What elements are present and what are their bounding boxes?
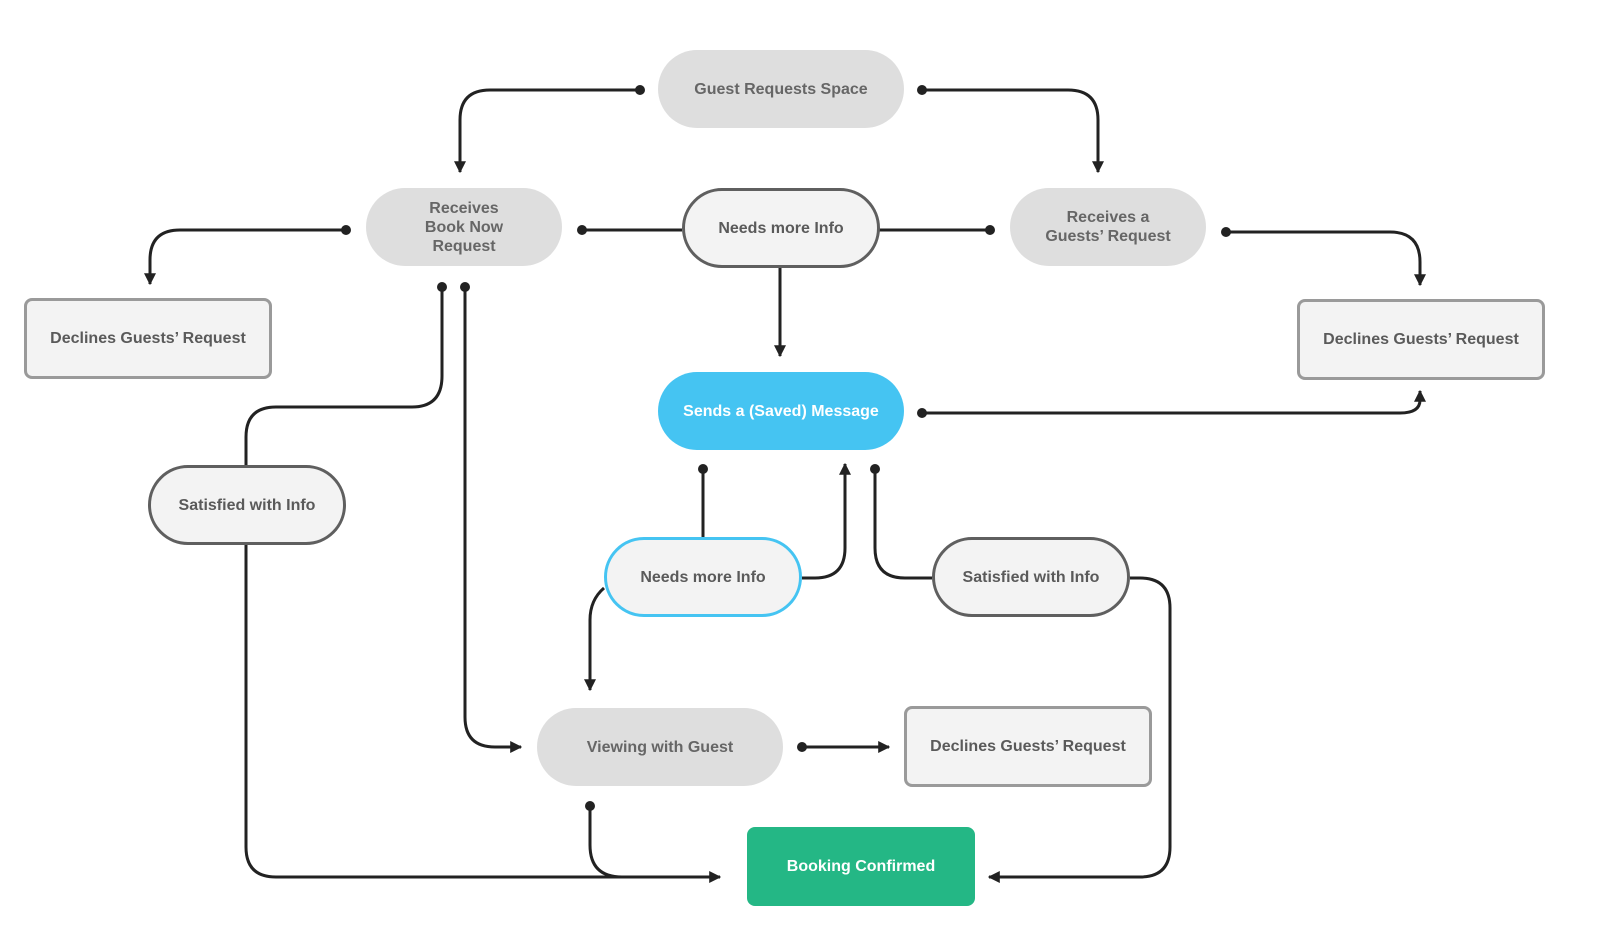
- connector-message-to-declines-right: [922, 389, 1426, 415]
- connector-dot: [460, 282, 470, 292]
- node-satisfied-with-info-right[interactable]: Satisfied with Info: [932, 537, 1130, 617]
- node-viewing-with-guest[interactable]: Viewing with Guest: [537, 708, 783, 786]
- connector-needsinfo-mid-to-message: [802, 462, 851, 580]
- connector-dot: [917, 408, 927, 418]
- connector-dot: [698, 464, 708, 474]
- connector-space-to-guests-request: [922, 88, 1104, 174]
- node-needs-more-info-top[interactable]: Needs more Info: [682, 188, 880, 268]
- node-label: Satisfied with Info: [178, 496, 316, 514]
- connector-needsinfo-mid-to-viewing: [584, 586, 606, 692]
- node-satisfied-with-info-left[interactable]: Satisfied with Info: [148, 465, 346, 545]
- connector-dot: [341, 225, 351, 235]
- connector-booknow-to-viewing: [463, 287, 523, 753]
- connector-dot: [585, 801, 595, 811]
- node-guest-requests-space[interactable]: Guest Requests Space: [658, 50, 904, 128]
- node-label: Declines Guests’ Request: [1323, 331, 1519, 348]
- connector-guests-request-to-declines-right: [1226, 230, 1426, 287]
- connector-dot: [797, 742, 807, 752]
- node-sends-saved-message[interactable]: Sends a (Saved) Message: [658, 372, 904, 450]
- connector-dot: [635, 85, 645, 95]
- node-label: Sends a (Saved) Message: [683, 402, 879, 420]
- node-label: Declines Guests’ Request: [930, 738, 1126, 755]
- connector-viewing-to-confirmed: [588, 806, 623, 879]
- node-receives-guests-request[interactable]: Receives a Guests’ Request: [1010, 188, 1206, 266]
- connector-satisfied-right-to-confirmed: [987, 576, 1172, 883]
- connector-space-to-booknow: [454, 88, 640, 174]
- node-needs-more-info-mid[interactable]: Needs more Info: [604, 537, 802, 617]
- node-booking-confirmed[interactable]: Booking Confirmed: [747, 827, 975, 906]
- connector-dot: [1221, 227, 1231, 237]
- connector-booknow-to-declines-left: [144, 228, 346, 286]
- connector-dot: [917, 85, 927, 95]
- node-declines-guests-request-right[interactable]: Declines Guests’ Request: [1297, 299, 1545, 380]
- node-label: Booking Confirmed: [786, 858, 936, 875]
- node-receives-book-now-request[interactable]: Receives Book Now Request: [366, 188, 562, 266]
- node-label: Receives Book Now Request: [424, 199, 504, 255]
- connector-dot: [577, 225, 587, 235]
- node-label: Satisfied with Info: [962, 568, 1100, 586]
- connector-booknow-to-satisfied-left: [244, 287, 444, 467]
- node-declines-guests-request-left[interactable]: Declines Guests’ Request: [24, 298, 272, 379]
- connector-dot: [870, 464, 880, 474]
- connector-satisfied-left-to-confirmed: [244, 545, 722, 883]
- connector-message-to-satisfied-right: [873, 469, 932, 580]
- node-label: Receives a Guests’ Request: [1045, 209, 1171, 245]
- node-label: Needs more Info: [718, 219, 844, 237]
- node-label: Guest Requests Space: [694, 80, 868, 98]
- node-declines-guests-request-bottom[interactable]: Declines Guests’ Request: [904, 706, 1152, 787]
- connector-dot: [437, 282, 447, 292]
- connector-dot: [985, 225, 995, 235]
- node-label: Needs more Info: [640, 568, 766, 586]
- node-label: Declines Guests’ Request: [50, 330, 246, 347]
- node-label: Viewing with Guest: [586, 738, 734, 756]
